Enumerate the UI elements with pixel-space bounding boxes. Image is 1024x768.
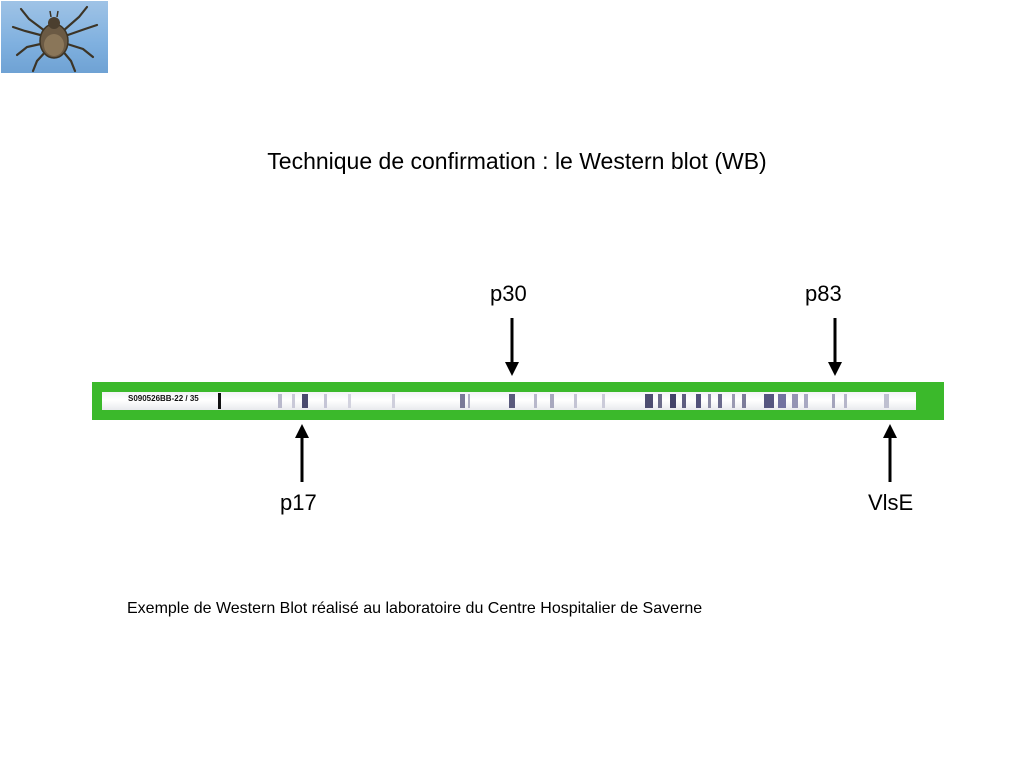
western-blot-strip: S090526BB-22 / 35 [102, 392, 916, 410]
arrow-up-icon [294, 424, 310, 482]
band [460, 394, 465, 408]
tick-icon [11, 5, 99, 73]
band [764, 394, 774, 408]
band [844, 394, 847, 408]
band [658, 394, 662, 408]
band [696, 394, 701, 408]
arrow-up-icon [882, 424, 898, 482]
slide-caption: Exemple de Western Blot réalisé au labor… [127, 600, 703, 617]
strip-id-label: S090526BB-22 / 35 [128, 394, 199, 403]
band [708, 394, 711, 408]
band [574, 394, 577, 408]
strip-marker [218, 393, 221, 409]
band [804, 394, 808, 408]
band-vlse [884, 394, 889, 408]
band [292, 394, 295, 408]
band-label-p17: p17 [280, 490, 317, 515]
band [792, 394, 798, 408]
band-label-p30: p30 [490, 281, 527, 306]
band-label-p83: p83 [805, 281, 842, 306]
band [348, 394, 351, 408]
slide-title: Technique de confirmation : le Western b… [267, 148, 767, 174]
band [645, 394, 653, 408]
tick-logo-image [1, 1, 108, 73]
band-p17 [302, 394, 308, 408]
arrow-down-icon [827, 318, 843, 376]
band-p30 [509, 394, 515, 408]
band [778, 394, 786, 408]
band [682, 394, 686, 408]
band [392, 394, 395, 408]
band [468, 394, 470, 408]
band [324, 394, 327, 408]
band [670, 394, 676, 408]
band [742, 394, 746, 408]
band [550, 394, 554, 408]
band [602, 394, 605, 408]
band [534, 394, 537, 408]
band-label-vlse: VlsE [868, 490, 914, 515]
band [278, 394, 282, 408]
band [732, 394, 735, 408]
band-p83 [832, 394, 835, 408]
band [718, 394, 722, 408]
arrow-down-icon [504, 318, 520, 376]
